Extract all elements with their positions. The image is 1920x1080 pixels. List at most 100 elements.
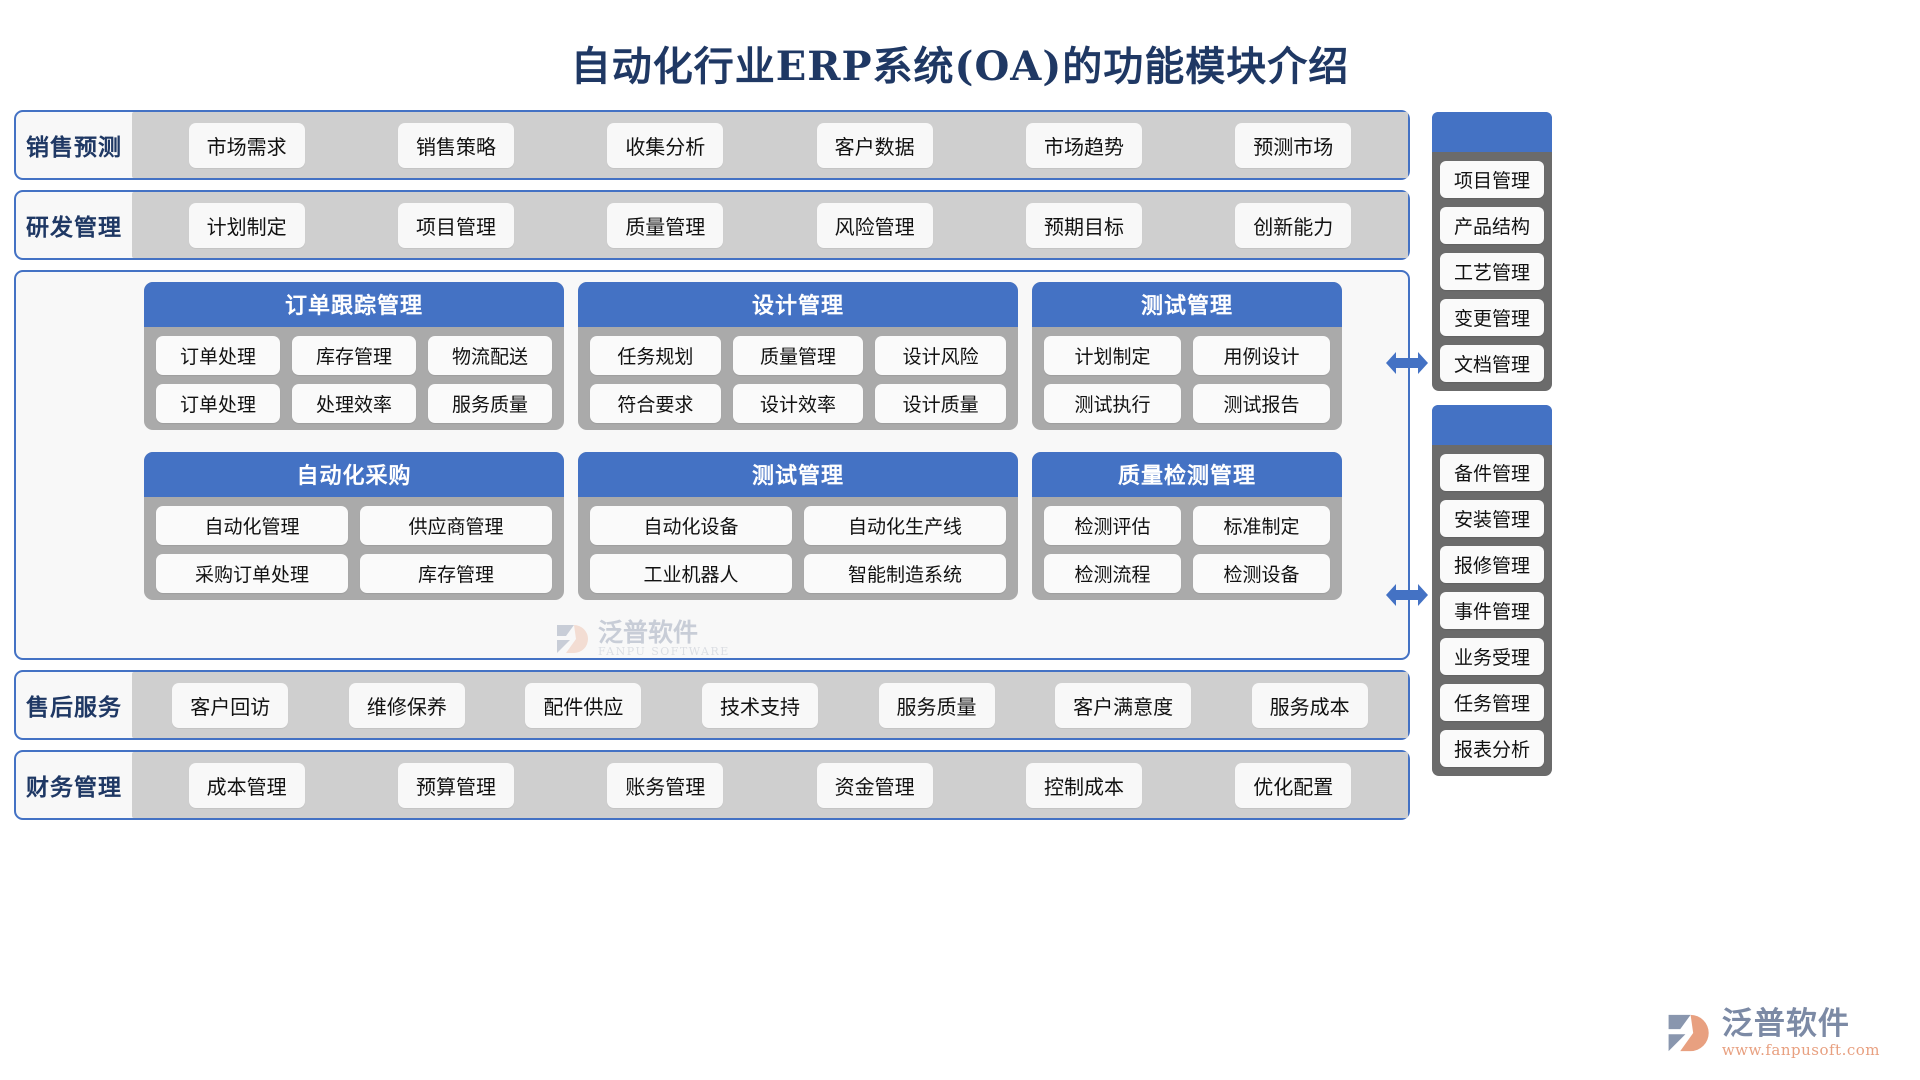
module-line: 检测流程 检测设备: [1044, 554, 1330, 593]
mod-chip[interactable]: 智能制造系统: [804, 554, 1006, 593]
band-strip-finance: 成本管理 预算管理 账务管理 资金管理 控制成本 优化配置: [132, 752, 1408, 818]
mod-chip[interactable]: 订单处理: [156, 384, 280, 423]
mod-chip[interactable]: 自动化设备: [590, 506, 792, 545]
band-finance-management: 财务管理 成本管理 预算管理 账务管理 资金管理 控制成本 优化配置: [14, 750, 1410, 820]
sidebar-item-document-management[interactable]: 文档管理: [1440, 345, 1544, 382]
module-body-automated-purchasing: 自动化管理 供应商管理 采购订单处理 库存管理: [144, 497, 564, 600]
mod-chip[interactable]: 服务质量: [428, 384, 552, 423]
chip-finance-0[interactable]: 成本管理: [188, 762, 305, 808]
sidebar-item-product-structure[interactable]: 产品结构: [1440, 207, 1544, 244]
module-row-1: 订单跟踪管理 订单处理 库存管理 物流配送 订单处理 处理效率 服务质量: [144, 282, 1396, 430]
sidebar-item-business-acceptance[interactable]: 业务受理: [1440, 638, 1544, 675]
module-title-order-tracking: 订单跟踪管理: [144, 282, 564, 327]
module-title-design-management: 设计管理: [578, 282, 1018, 327]
module-line: 自动化设备 自动化生产线: [590, 506, 1006, 545]
module-automated-purchasing[interactable]: 自动化采购 自动化管理 供应商管理 采购订单处理 库存管理: [144, 452, 564, 600]
sidebar-engineering: 项目管理 产品结构 工艺管理 变更管理 文档管理: [1432, 112, 1552, 391]
core-modules-inner: 订单跟踪管理 订单处理 库存管理 物流配送 订单处理 处理效率 服务质量: [136, 282, 1396, 622]
chip-sales-0[interactable]: 市场需求: [188, 122, 305, 168]
fanpu-logo-icon: [1668, 1014, 1709, 1051]
chip-rnd-2[interactable]: 质量管理: [607, 202, 724, 248]
chip-sales-4[interactable]: 市场趋势: [1025, 122, 1142, 168]
mod-chip[interactable]: 检测评估: [1044, 506, 1181, 545]
sidebar-item-report-analysis[interactable]: 报表分析: [1440, 730, 1544, 767]
mod-chip[interactable]: 设计风险: [875, 336, 1007, 375]
band-strip-sales: 市场需求 销售策略 收集分析 客户数据 市场趋势 预测市场: [132, 112, 1408, 178]
mod-chip[interactable]: 处理效率: [292, 384, 416, 423]
mod-chip[interactable]: 工业机器人: [590, 554, 792, 593]
chip-rnd-0[interactable]: 计划制定: [188, 202, 305, 248]
chip-rnd-4[interactable]: 预期目标: [1025, 202, 1142, 248]
chip-sales-2[interactable]: 收集分析: [607, 122, 724, 168]
mod-chip[interactable]: 自动化管理: [156, 506, 348, 545]
chip-finance-4[interactable]: 控制成本: [1025, 762, 1142, 808]
module-line: 订单处理 库存管理 物流配送: [156, 336, 552, 375]
band-label-sales: 销售预测: [26, 134, 122, 161]
mod-chip[interactable]: 计划制定: [1044, 336, 1181, 375]
mod-chip[interactable]: 物流配送: [428, 336, 552, 375]
module-test-management[interactable]: 测试管理 计划制定 用例设计 测试执行 测试报告: [1032, 282, 1342, 430]
chip-rnd-5[interactable]: 创新能力: [1235, 202, 1352, 248]
chip-finance-5[interactable]: 优化配置: [1235, 762, 1352, 808]
module-quality-inspection[interactable]: 质量检测管理 检测评估 标准制定 检测流程 检测设备: [1032, 452, 1342, 600]
mod-chip[interactable]: 库存管理: [292, 336, 416, 375]
module-body-test-management-2: 自动化设备 自动化生产线 工业机器人 智能制造系统: [578, 497, 1018, 600]
sidebar-item-repair-request[interactable]: 报修管理: [1440, 546, 1544, 583]
chip-after-3[interactable]: 技术支持: [701, 682, 818, 728]
module-line: 工业机器人 智能制造系统: [590, 554, 1006, 593]
sidebar-item-installation[interactable]: 安装管理: [1440, 500, 1544, 537]
sidebar-item-incident[interactable]: 事件管理: [1440, 592, 1544, 629]
double-arrow-icon-bottom: [1386, 584, 1428, 606]
module-line: 采购订单处理 库存管理: [156, 554, 552, 593]
band-after-sales: 售后服务 客户回访 维修保养 配件供应 技术支持 服务质量 客户满意度 服务成本: [14, 670, 1410, 740]
module-design-management[interactable]: 设计管理 任务规划 质量管理 设计风险 符合要求 设计效率 设计质量: [578, 282, 1018, 430]
sidebar-item-process-management[interactable]: 工艺管理: [1440, 253, 1544, 290]
mod-chip[interactable]: 设计质量: [875, 384, 1007, 423]
chip-after-0[interactable]: 客户回访: [172, 682, 289, 728]
chip-finance-3[interactable]: 资金管理: [816, 762, 933, 808]
mod-chip[interactable]: 符合要求: [590, 384, 721, 423]
mod-chip[interactable]: 供应商管理: [360, 506, 552, 545]
sidebar-item-task-management[interactable]: 任务管理: [1440, 684, 1544, 721]
mod-chip[interactable]: 订单处理: [156, 336, 280, 375]
band-label-rnd: 研发管理: [26, 214, 122, 241]
module-line: 符合要求 设计效率 设计质量: [590, 384, 1007, 423]
sidebar-item-project-management[interactable]: 项目管理: [1440, 161, 1544, 198]
mod-chip[interactable]: 测试执行: [1044, 384, 1181, 423]
chip-finance-1[interactable]: 预算管理: [397, 762, 514, 808]
mod-chip[interactable]: 质量管理: [732, 336, 864, 375]
mod-chip[interactable]: 检测流程: [1044, 554, 1181, 593]
chip-rnd-3[interactable]: 风险管理: [816, 202, 933, 248]
module-test-management-2[interactable]: 测试管理 自动化设备 自动化生产线 工业机器人 智能制造系统: [578, 452, 1018, 600]
mod-chip[interactable]: 任务规划: [590, 336, 721, 375]
chip-finance-2[interactable]: 账务管理: [607, 762, 724, 808]
sidebar-service: 备件管理 安装管理 报修管理 事件管理 业务受理 任务管理 报表分析: [1432, 405, 1552, 776]
mod-chip[interactable]: 自动化生产线: [804, 506, 1006, 545]
mod-chip[interactable]: 设计效率: [732, 384, 864, 423]
chip-after-2[interactable]: 配件供应: [525, 682, 642, 728]
page-title: 自动化行业ERP系统(OA)的功能模块介绍: [570, 43, 1350, 90]
chip-sales-1[interactable]: 销售策略: [397, 122, 514, 168]
band-sales-forecast: 销售预测 市场需求 销售策略 收集分析 客户数据 市场趋势 预测市场: [14, 110, 1410, 180]
module-order-tracking[interactable]: 订单跟踪管理 订单处理 库存管理 物流配送 订单处理 处理效率 服务质量: [144, 282, 564, 430]
mod-chip[interactable]: 采购订单处理: [156, 554, 348, 593]
mod-chip[interactable]: 测试报告: [1193, 384, 1330, 423]
chip-after-4[interactable]: 服务质量: [878, 682, 995, 728]
sidebar-header-service: [1432, 405, 1552, 445]
chip-after-5[interactable]: 客户满意度: [1055, 682, 1192, 728]
chip-sales-5[interactable]: 预测市场: [1235, 122, 1352, 168]
chip-rnd-1[interactable]: 项目管理: [397, 202, 514, 248]
module-title-test-management-2: 测试管理: [578, 452, 1018, 497]
sidebar-item-spare-parts[interactable]: 备件管理: [1440, 454, 1544, 491]
chip-after-1[interactable]: 维修保养: [348, 682, 465, 728]
footer-url: www.fanpusoft.com: [1721, 1040, 1880, 1059]
chip-after-6[interactable]: 服务成本: [1251, 682, 1368, 728]
module-body-quality-inspection: 检测评估 标准制定 检测流程 检测设备: [1032, 497, 1342, 600]
sidebar-item-change-management[interactable]: 变更管理: [1440, 299, 1544, 336]
mod-chip[interactable]: 库存管理: [360, 554, 552, 593]
module-title-automated-purchasing: 自动化采购: [144, 452, 564, 497]
mod-chip[interactable]: 检测设备: [1193, 554, 1330, 593]
mod-chip[interactable]: 用例设计: [1193, 336, 1330, 375]
chip-sales-3[interactable]: 客户数据: [816, 122, 933, 168]
mod-chip[interactable]: 标准制定: [1193, 506, 1330, 545]
